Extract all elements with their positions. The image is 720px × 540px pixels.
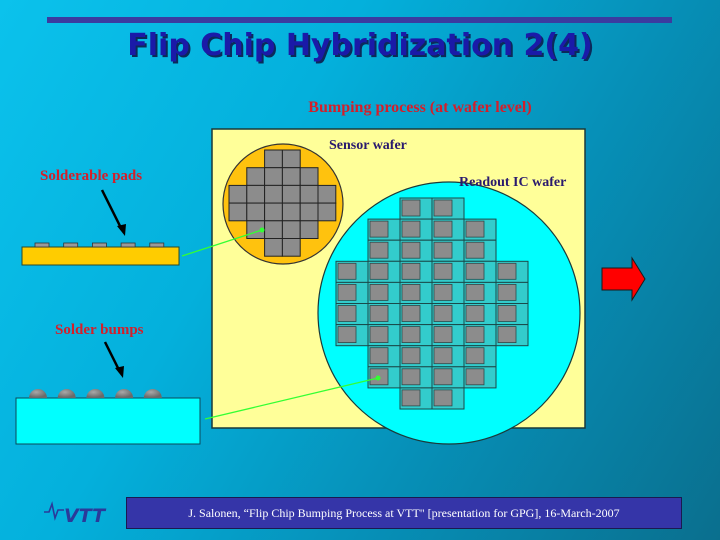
slide-title: Flip Chip Hybridization 2(4) — [127, 28, 593, 63]
readout-wafer — [317, 181, 581, 445]
footer-text: J. Salonen, “Flip Chip Bumping Process a… — [188, 505, 620, 520]
bump-substrate — [15, 388, 201, 445]
label-solderable-pads: Solderable pads — [40, 168, 143, 184]
label-sensor-wafer: Sensor wafer — [329, 138, 407, 153]
pointer-arrow-bumps — [103, 341, 124, 378]
title-rule — [47, 17, 672, 23]
sensor-wafer — [222, 143, 344, 265]
slide-subtitle: Bumping process (at wafer level) — [308, 99, 532, 116]
next-step-arrow-icon — [601, 256, 646, 302]
vtt-logo: VTT — [44, 501, 107, 527]
svg-text:VTT: VTT — [64, 505, 107, 527]
label-solder-bumps: Solder bumps — [55, 322, 144, 338]
label-readout-wafer: Readout IC wafer — [459, 175, 567, 190]
connector-line-readout — [204, 377, 379, 420]
connector-line-sensor — [181, 229, 263, 257]
pad-substrate — [21, 242, 180, 266]
pointer-arrow-pads — [100, 189, 126, 236]
footer-citation: J. Salonen, “Flip Chip Bumping Process a… — [126, 497, 682, 529]
